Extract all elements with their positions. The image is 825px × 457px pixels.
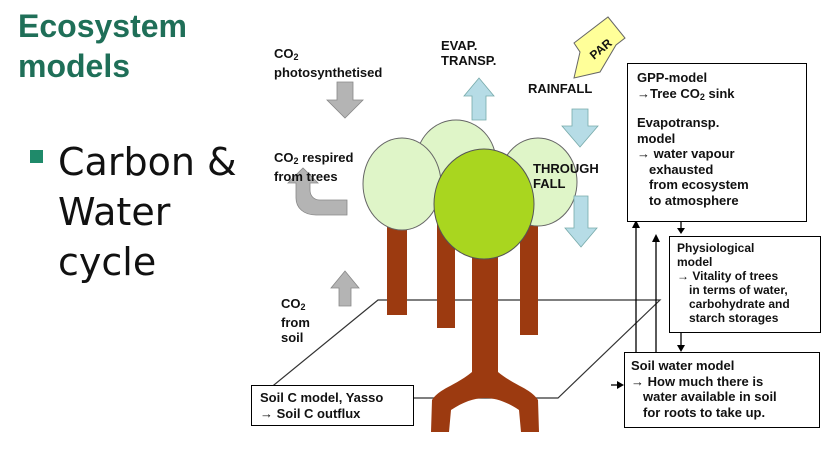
slide-title: Ecosystem models [18, 6, 238, 86]
ground-plane [256, 299, 662, 399]
tree-roots-front [431, 372, 539, 432]
co2-photosynthesis-arrow [326, 81, 364, 119]
physiological-model-box: Physiological model → Vitality of trees … [669, 236, 821, 333]
tree-crown-back-left [362, 137, 442, 231]
throughfall-arrow [564, 195, 598, 248]
throughfall-label: THROUGH FALL [533, 161, 599, 191]
co2-from-soil-label: CO2 from soil [281, 296, 310, 345]
rainfall-arrow [561, 108, 599, 148]
co2-respired-label: CO2 respired from trees [274, 150, 354, 184]
bullet-line-2: Water [58, 190, 171, 234]
connector-arrowhead-2 [677, 228, 685, 234]
gpp-model-box: GPP-model →Tree CO2 sink Evapotransp. mo… [627, 63, 807, 222]
bullet-text: Carbon & Water cycle [58, 137, 258, 287]
evap-transp-label: EVAP. TRANSP. [441, 38, 497, 68]
soil-c-model-box: Soil C model, Yasso → Soil C outflux [251, 385, 414, 426]
bullet-line-1: Carbon & [58, 140, 237, 184]
rainfall-label: RAINFALL [528, 81, 593, 96]
tree-trunk-left [387, 205, 407, 315]
connector-arrowhead-3 [652, 234, 660, 242]
soil-water-model-box: Soil water model → How much there is wat… [624, 352, 820, 428]
evapotranspiration-arrow [463, 77, 495, 121]
tree-trunk-right [520, 205, 538, 335]
tree-crown-front [433, 148, 535, 260]
co2-photosynthesised-label: CO2 photosynthetised [274, 46, 383, 80]
co2-respiration-arrow [287, 167, 348, 216]
title-line-1: Ecosystem [18, 8, 187, 44]
title-line-2: models [18, 48, 131, 84]
connector-arrowhead-4 [677, 345, 685, 352]
connector-arrowhead-5 [617, 381, 624, 389]
co2-soil-arrow [330, 270, 360, 307]
tree-trunk-front [472, 245, 498, 376]
bullet-square-icon [30, 150, 43, 163]
par-arrow [573, 16, 626, 79]
connector-arrowhead-1 [632, 220, 640, 228]
bullet-line-3: cycle [58, 240, 157, 284]
